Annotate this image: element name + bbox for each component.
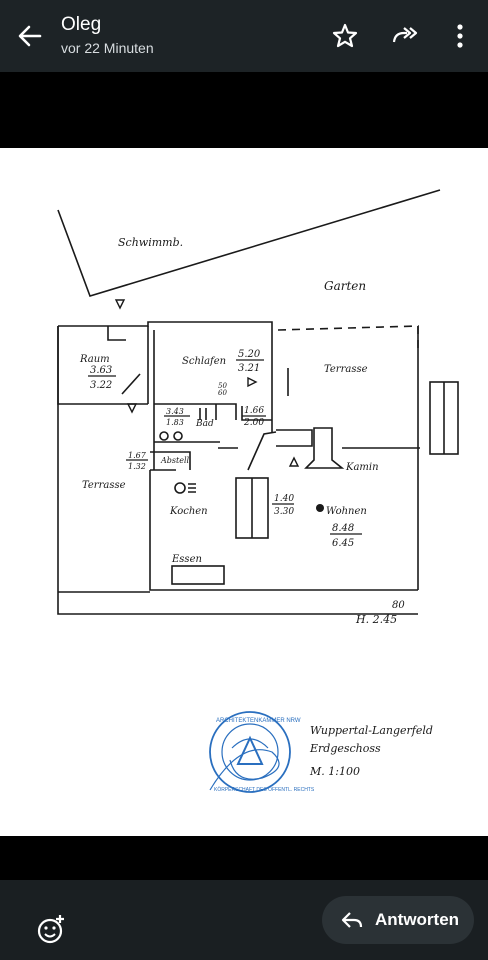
label-hall-width: 1.66 — [244, 406, 264, 416]
label-terrace-left: Terrasse — [82, 480, 126, 491]
label-room-depth: 3.22 — [90, 380, 112, 391]
label-storage: Abstell — [160, 456, 190, 465]
label-hall-depth: 2.00 — [243, 418, 264, 428]
caption-scale: M. 1:100 — [309, 765, 360, 778]
label-bath-width: 3.43 — [166, 407, 184, 416]
label-storage-width: 1.67 — [128, 451, 147, 460]
stamp-top-text: ARCHITEKTENKAMMER NRW — [216, 718, 301, 724]
sender-name: Oleg — [61, 14, 102, 35]
forward-icon[interactable] — [391, 22, 419, 50]
label-bedroom: Schlafen — [182, 356, 226, 367]
reply-label: Antworten — [375, 910, 460, 929]
label-living: Wohnen — [326, 506, 367, 517]
label-fireplace: Kamin — [345, 462, 379, 473]
stamp-bottom-text: KÖRPERSCHAFT DES ÖFFENTL. RECHTS — [214, 786, 315, 793]
label-bath: Bad — [195, 419, 214, 429]
label-terrace-right: Terrasse — [324, 364, 368, 375]
reply-button[interactable]: Antworten — [322, 896, 474, 944]
label-bedroom-depth: 3.21 — [238, 363, 260, 374]
more-vert-icon[interactable] — [446, 22, 474, 50]
star-icon[interactable] — [331, 22, 359, 50]
caption-location: Wuppertal-Langerfeld — [310, 724, 433, 737]
label-small-top: 50 — [218, 382, 227, 390]
label-room: Raum — [79, 354, 110, 365]
label-counter-width: 1.40 — [274, 494, 294, 504]
floor-plan-drawing: Schwimmb. Garten Raum 3.63 3.22 Schlafen… — [57, 189, 459, 793]
label-kitchen: Kochen — [169, 506, 208, 517]
label-garden: Garten — [324, 279, 366, 293]
label-counter-depth: 3.30 — [274, 507, 294, 517]
reply-icon — [341, 912, 363, 928]
back-arrow-icon[interactable] — [14, 20, 46, 52]
message-timestamp: vor 22 Minuten — [61, 40, 154, 56]
label-living-depth: 6.45 — [332, 538, 354, 549]
label-bath-depth: 1.83 — [166, 418, 184, 427]
caption-floor: Erdgeschoss — [309, 742, 381, 755]
label-bedroom-width: 5.20 — [238, 349, 261, 360]
architect-stamp: ARCHITEKTENKAMMER NRW KÖRPERSCHAFT DES Ö… — [209, 711, 315, 793]
label-80: 80 — [392, 600, 405, 611]
emoji-add-icon[interactable] — [26, 905, 76, 955]
attachment-image[interactable]: Schwimmb. Garten Raum 3.63 3.22 Schlafen… — [0, 148, 488, 836]
label-living-width: 8.48 — [332, 523, 354, 534]
label-pool: Schwimmb. — [118, 236, 183, 249]
label-storage-depth: 1.32 — [128, 462, 146, 471]
label-dining: Essen — [171, 554, 202, 565]
label-height: H. 2.45 — [355, 613, 397, 626]
top-app-bar: Oleg vor 22 Minuten — [0, 0, 488, 72]
label-small-bottom: 60 — [218, 389, 227, 397]
label-room-width: 3.63 — [90, 365, 112, 376]
